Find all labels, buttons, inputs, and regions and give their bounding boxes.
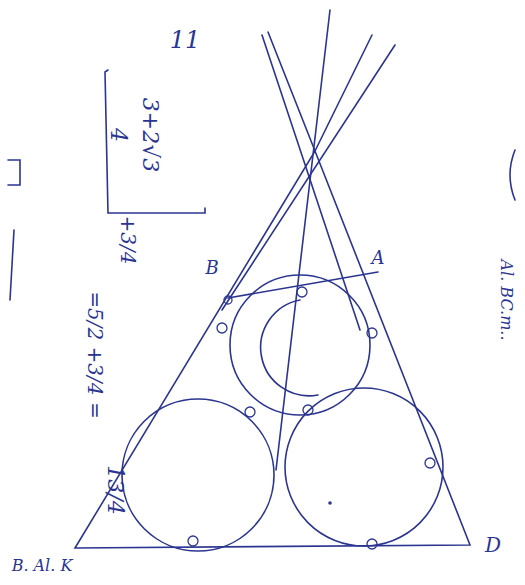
construction-line — [262, 35, 360, 330]
handwritten-label: =5/2 +3/4 = — [85, 291, 105, 418]
bracket — [105, 70, 205, 213]
handwritten-label: A — [372, 249, 385, 267]
construction-line — [268, 32, 315, 151]
construction-line — [222, 45, 395, 310]
handwritten-label: +3/4 — [118, 216, 138, 265]
tangent-line — [228, 272, 378, 298]
handwritten-label: B — [205, 259, 218, 277]
inner-arc — [261, 300, 318, 396]
scribble — [510, 150, 515, 200]
scribble — [10, 230, 14, 300]
scribble — [8, 160, 20, 185]
handwritten-label: B. Al. K — [12, 558, 73, 574]
circle — [230, 275, 370, 415]
circle — [122, 399, 274, 551]
handwritten-label: Al. BC.m.. — [497, 260, 513, 341]
circle — [285, 388, 443, 546]
handwritten-label: D — [485, 535, 501, 555]
handwritten-label: 13/4 — [104, 465, 126, 514]
handwritten-label: 4 — [107, 128, 129, 142]
handwritten-label: 3+2√3 — [139, 98, 161, 172]
handwritten-label: 11 — [170, 28, 201, 52]
